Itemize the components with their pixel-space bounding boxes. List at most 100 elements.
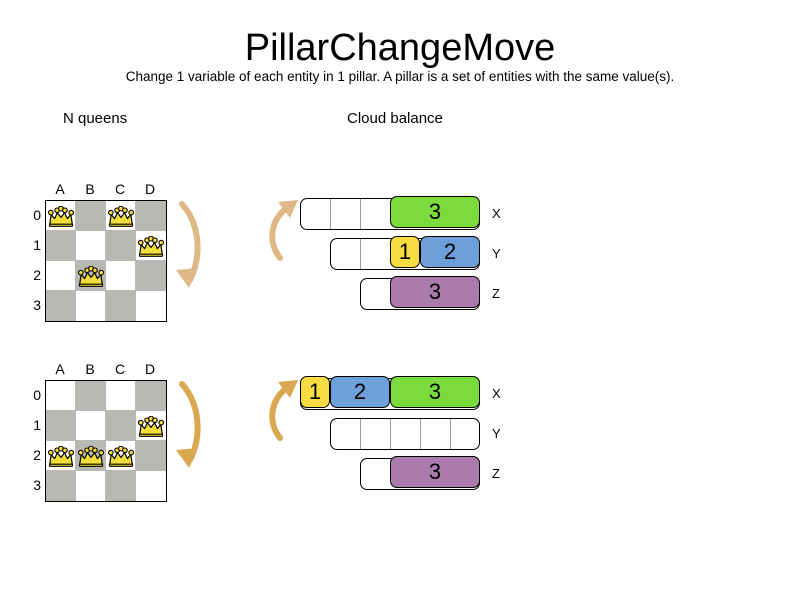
cloud-computer-label-y-after: Y bbox=[492, 426, 501, 441]
cloud-process-2-y-before[interactable]: 2 bbox=[420, 236, 480, 269]
board-cell-C0-after[interactable] bbox=[106, 381, 136, 411]
board-grid-after[interactable] bbox=[45, 380, 167, 502]
board-cell-D1-after[interactable] bbox=[136, 411, 166, 441]
cloud-computer-label-x-before: X bbox=[492, 206, 501, 221]
cloud-process-3-x-before[interactable]: 3 bbox=[390, 196, 480, 229]
page-title: PillarChangeMove bbox=[244, 27, 556, 69]
board-cell-C1-after[interactable] bbox=[106, 411, 136, 441]
cloud-empty-segment bbox=[421, 419, 451, 449]
board-cell-D3-after[interactable] bbox=[136, 471, 166, 501]
board-cell-C1-before[interactable] bbox=[106, 231, 136, 261]
board-row-label-3-before: 3 bbox=[33, 297, 41, 313]
board-cell-B3-before[interactable] bbox=[76, 291, 106, 321]
cloud-empty-segment bbox=[331, 419, 361, 449]
board-column-label-b-before: B bbox=[85, 181, 95, 197]
board-column-label-a-after: A bbox=[55, 361, 65, 377]
board-cell-D1-before[interactable] bbox=[136, 231, 166, 261]
cloud-empty-segment bbox=[331, 199, 361, 229]
board-column-label-c-after: C bbox=[114, 361, 126, 377]
board-row-labels-before: 0 1 2 3 bbox=[25, 200, 43, 320]
cloud-row-y-after: Y bbox=[290, 418, 520, 450]
queen-icon bbox=[48, 206, 74, 227]
board-cell-D3-before[interactable] bbox=[136, 291, 166, 321]
cloud-empty-segment bbox=[301, 199, 331, 229]
board-row-label-1-before: 1 bbox=[33, 237, 41, 253]
board-cell-C2-after[interactable] bbox=[106, 441, 136, 471]
cloud-process-3-x-after[interactable]: 3 bbox=[390, 376, 480, 409]
board-cell-D2-before[interactable] bbox=[136, 261, 166, 291]
board-cell-C0-before[interactable] bbox=[106, 201, 136, 231]
cloud-computer-label-x-after: X bbox=[492, 386, 501, 401]
board-cell-B2-after[interactable] bbox=[76, 441, 106, 471]
section-heading-cloud: Cloud balance bbox=[347, 110, 443, 127]
board-cell-A2-before[interactable] bbox=[46, 261, 76, 291]
board-cell-B1-before[interactable] bbox=[76, 231, 106, 261]
board-cell-B1-after[interactable] bbox=[76, 411, 106, 441]
cloud-empty-segment bbox=[361, 419, 391, 449]
queen-icon bbox=[78, 266, 104, 287]
board-cell-B3-after[interactable] bbox=[76, 471, 106, 501]
cloud-empty-segment bbox=[451, 419, 479, 449]
cloud-computer-bar-y-after[interactable] bbox=[330, 418, 480, 450]
board-column-label-b-after: B bbox=[85, 361, 95, 377]
board-row-label-2-before: 2 bbox=[33, 267, 41, 283]
board-cell-A1-before[interactable] bbox=[46, 231, 76, 261]
board-row-label-0-before: 0 bbox=[33, 207, 41, 223]
cloud-process-3-z-before[interactable]: 3 bbox=[390, 276, 480, 309]
queen-icon bbox=[138, 416, 164, 437]
queen-icon bbox=[138, 236, 164, 257]
board-column-label-c-before: C bbox=[114, 181, 126, 197]
cloud-empty-segment bbox=[361, 239, 391, 269]
board-row-label-2-after: 2 bbox=[33, 447, 41, 463]
cloud-empty-segment bbox=[361, 459, 391, 489]
board-cell-A2-after[interactable] bbox=[46, 441, 76, 471]
board-column-label-d-after: D bbox=[144, 361, 156, 377]
board-column-label-a-before: A bbox=[55, 181, 65, 197]
board-cell-D2-after[interactable] bbox=[136, 441, 166, 471]
cloud-process-1-x-after[interactable]: 1 bbox=[300, 376, 330, 409]
curved-arrow-down-icon bbox=[168, 378, 208, 483]
board-cell-A3-before[interactable] bbox=[46, 291, 76, 321]
board-cell-A1-after[interactable] bbox=[46, 411, 76, 441]
cloud-process-3-z-after[interactable]: 3 bbox=[390, 456, 480, 489]
board-row-labels-after: 0 1 2 3 bbox=[25, 380, 43, 500]
cloud-empty-segment bbox=[331, 239, 361, 269]
cloud-empty-segment bbox=[361, 279, 391, 309]
cloud-process-2-x-after[interactable]: 2 bbox=[330, 376, 390, 409]
board-cell-C3-before[interactable] bbox=[106, 291, 136, 321]
board-cell-B0-before[interactable] bbox=[76, 201, 106, 231]
cloud-computer-label-z-after: Z bbox=[492, 466, 500, 481]
board-cell-A0-before[interactable] bbox=[46, 201, 76, 231]
curved-arrow-down-icon bbox=[168, 198, 208, 303]
board-column-labels-after: A B C D bbox=[45, 360, 165, 380]
cloud-computer-label-y-before: Y bbox=[492, 246, 501, 261]
cloud-empty-segment bbox=[391, 419, 421, 449]
queen-icon bbox=[108, 206, 134, 227]
section-heading-nqueens: N queens bbox=[63, 110, 128, 127]
board-cell-C2-before[interactable] bbox=[106, 261, 136, 291]
queen-icon bbox=[48, 446, 74, 467]
board-cell-A3-after[interactable] bbox=[46, 471, 76, 501]
board-cell-D0-before[interactable] bbox=[136, 201, 166, 231]
board-cell-D0-after[interactable] bbox=[136, 381, 166, 411]
curved-arrow-up-icon bbox=[268, 196, 302, 271]
page-subtitle: Change 1 variable of each entity in 1 pi… bbox=[125, 69, 675, 84]
curved-arrow-up-icon bbox=[268, 376, 302, 451]
cloud-process-1-y-before[interactable]: 1 bbox=[390, 236, 420, 269]
board-cell-B2-before[interactable] bbox=[76, 261, 106, 291]
board-column-label-d-before: D bbox=[144, 181, 156, 197]
board-grid-before[interactable] bbox=[45, 200, 167, 322]
board-row-label-1-after: 1 bbox=[33, 417, 41, 433]
board-column-labels-before: A B C D bbox=[45, 180, 165, 200]
board-cell-A0-after[interactable] bbox=[46, 381, 76, 411]
board-cell-C3-after[interactable] bbox=[106, 471, 136, 501]
queen-icon bbox=[108, 446, 134, 467]
board-cell-B0-after[interactable] bbox=[76, 381, 106, 411]
board-row-label-3-after: 3 bbox=[33, 477, 41, 493]
board-row-label-0-after: 0 bbox=[33, 387, 41, 403]
